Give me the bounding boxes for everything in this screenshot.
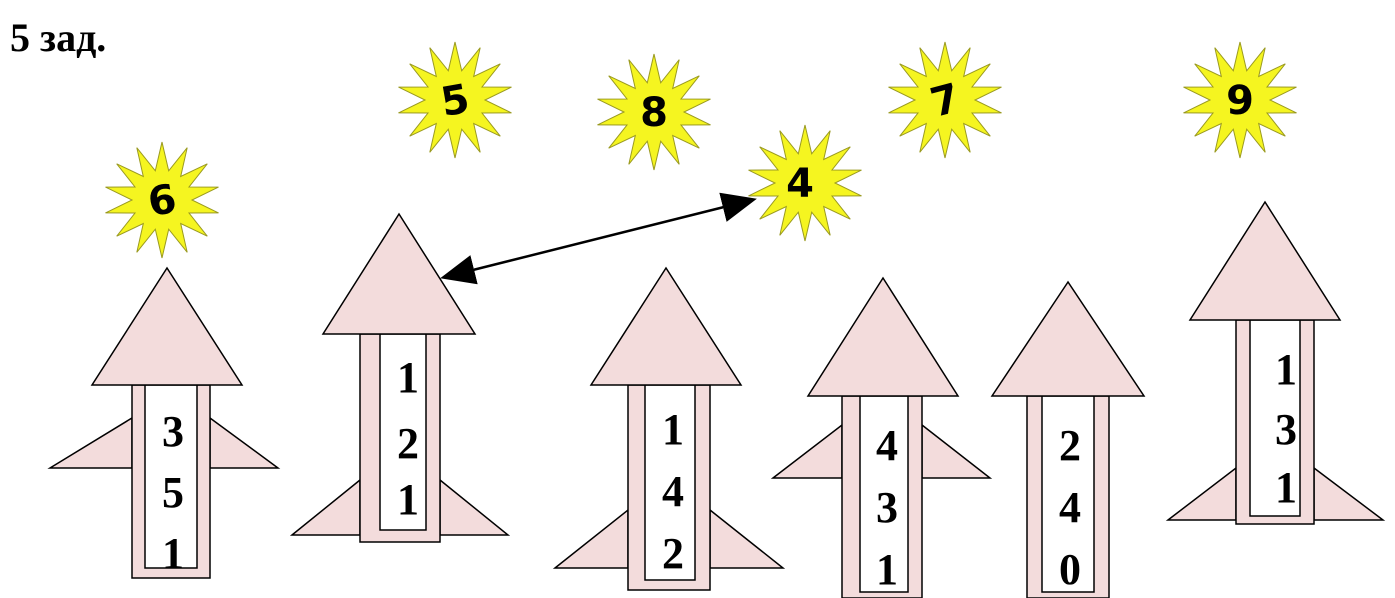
- rocket-window: [644, 384, 696, 581]
- rocket-left-wing: [47, 416, 133, 469]
- rocket-5[interactable]: 2 4 0: [990, 280, 1146, 598]
- rocket-right-wing: [709, 508, 786, 569]
- star-4[interactable]: 4: [748, 124, 862, 242]
- rocket-digit: 4: [1059, 483, 1081, 532]
- rocket-digit: 5: [162, 468, 184, 517]
- rocket-window: [379, 333, 427, 531]
- rocket-digit: 3: [1275, 405, 1297, 454]
- rocket-digit: 4: [662, 467, 684, 516]
- rocket-digit: 2: [662, 529, 684, 578]
- rocket-nose: [321, 212, 477, 335]
- star-number: 9: [1226, 78, 1254, 124]
- stars-group: 6 5 8 4 7 9: [105, 41, 1297, 259]
- rocket-window: [144, 384, 198, 569]
- star-burst-shape: [105, 141, 219, 259]
- task-title: 5 зад.: [10, 15, 107, 60]
- connection-arrow[interactable]: [440, 192, 757, 285]
- star-burst-shape: [888, 41, 1002, 159]
- star-burst-shape: [597, 53, 711, 171]
- star-7[interactable]: 7: [888, 41, 1002, 159]
- rocket-digit: 1: [397, 475, 419, 524]
- rocket-left-wing: [552, 508, 629, 569]
- rocket-nose: [589, 266, 743, 386]
- rocket-left-wing: [770, 423, 843, 479]
- star-burst-shape: [748, 124, 862, 242]
- rocket-nose: [1188, 200, 1342, 321]
- rocket-digit: 2: [1059, 421, 1081, 470]
- rocket-window: [1249, 319, 1301, 517]
- star-8[interactable]: 8: [597, 53, 711, 171]
- rocket-digit: 1: [397, 353, 419, 402]
- star-number: 8: [640, 90, 668, 136]
- rocket-digit: 4: [876, 421, 898, 470]
- rocket-right-wing: [1313, 466, 1386, 521]
- rocket-digit: 1: [1275, 463, 1297, 512]
- rocket-digit: 1: [876, 545, 898, 594]
- star-9[interactable]: 9: [1183, 41, 1297, 159]
- rocket-6[interactable]: 1 3 1: [1165, 200, 1386, 525]
- rocket-window: [859, 395, 909, 593]
- rocket-right-wing: [921, 423, 993, 479]
- rocket-nose: [806, 276, 960, 397]
- star-6[interactable]: 6: [105, 141, 219, 259]
- rocket-digit: 0: [1059, 545, 1081, 594]
- rocket-4[interactable]: 4 3 1: [770, 276, 993, 598]
- rocket-left-wing: [1165, 466, 1237, 521]
- rocket-digit: 1: [162, 529, 184, 578]
- rocket-digit: 3: [876, 483, 898, 532]
- rocket-1[interactable]: 3 5 1: [47, 266, 281, 579]
- rocket-left-wing: [289, 478, 361, 536]
- rocket-digit: 1: [1275, 345, 1297, 394]
- rocket-right-wing: [209, 416, 281, 469]
- rocket-2[interactable]: 1 2 1: [289, 212, 511, 543]
- rockets-group: 3 5 1 1 2 1 1 4 2: [47, 200, 1386, 598]
- rocket-digit: 1: [662, 405, 684, 454]
- star-burst-shape: [1183, 41, 1297, 159]
- rocket-digit: 2: [397, 419, 419, 468]
- rocket-nose: [90, 266, 244, 386]
- star-number: 4: [786, 161, 814, 207]
- rocket-right-wing: [439, 478, 511, 536]
- rocket-nose: [990, 280, 1146, 397]
- star-burst-shape: [398, 41, 512, 159]
- rocket-3[interactable]: 1 4 2: [552, 266, 786, 591]
- star-5[interactable]: 5: [398, 41, 512, 159]
- rocket-digit: 3: [162, 407, 184, 456]
